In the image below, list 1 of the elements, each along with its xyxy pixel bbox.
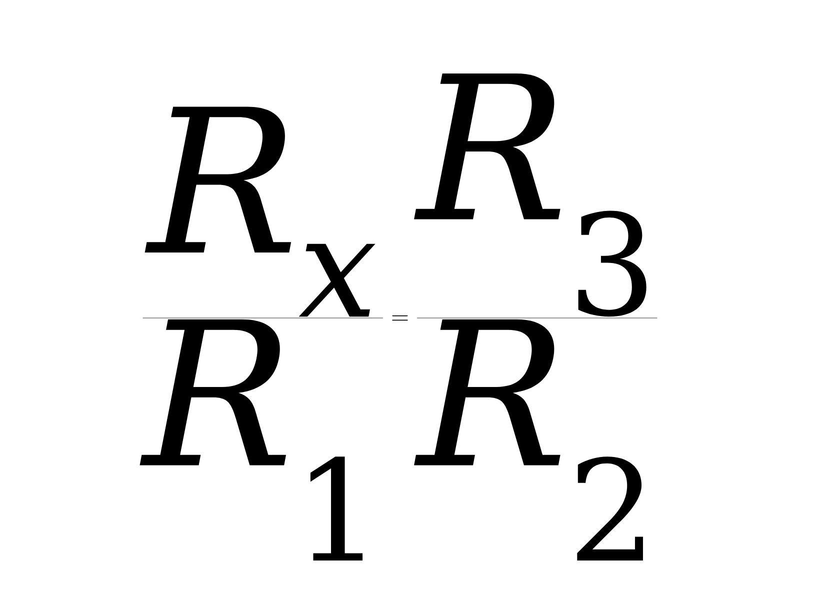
formula: $\frac{R_x}{R_1}=\frac{R_3}{R_2}$ <box>140 73 658 561</box>
